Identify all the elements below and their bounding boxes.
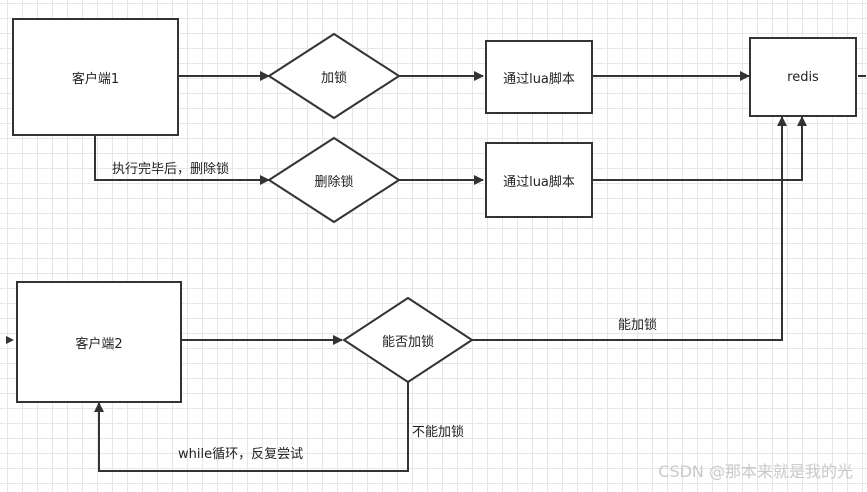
can-lock-yes-label: 能加锁 [618, 318, 658, 333]
edge-canlock-no-loop [94, 382, 409, 472]
unlock-label: 删除锁 [314, 174, 354, 190]
retry-loop-label: while循环，反复尝试 [178, 447, 304, 462]
redis-box: redis [749, 37, 857, 117]
edge-lua2-to-redis [593, 116, 807, 181]
edge-stub-left [6, 336, 14, 344]
client1-box: 客户端1 [12, 18, 179, 136]
edge-canlock-yes-to-redis [472, 116, 787, 341]
edge-client1-to-unlock [94, 136, 270, 185]
after-exec-label: 执行完毕后，删除锁 [112, 162, 230, 177]
can-lock-no-label: 不能加锁 [412, 425, 465, 440]
lock-label: 加锁 [320, 70, 347, 86]
lua-script-2-label: 通过lua脚本 [503, 174, 575, 190]
lua-script-2-box: 通过lua脚本 [485, 142, 593, 218]
lua-script-1-label: 通过lua脚本 [503, 71, 575, 87]
lua-script-1-box: 通过lua脚本 [485, 40, 593, 114]
client1-label: 客户端1 [71, 71, 120, 87]
can-lock-label: 能否加锁 [381, 334, 434, 350]
redis-label: redis [787, 69, 819, 85]
watermark: CSDN @那本来就是我的光 [658, 462, 853, 481]
can-lock-diamond [342, 296, 474, 384]
lock-diamond [267, 32, 401, 120]
client2-box: 客户端2 [16, 281, 182, 403]
unlock-diamond [267, 136, 401, 224]
client2-label: 客户端2 [75, 336, 123, 352]
